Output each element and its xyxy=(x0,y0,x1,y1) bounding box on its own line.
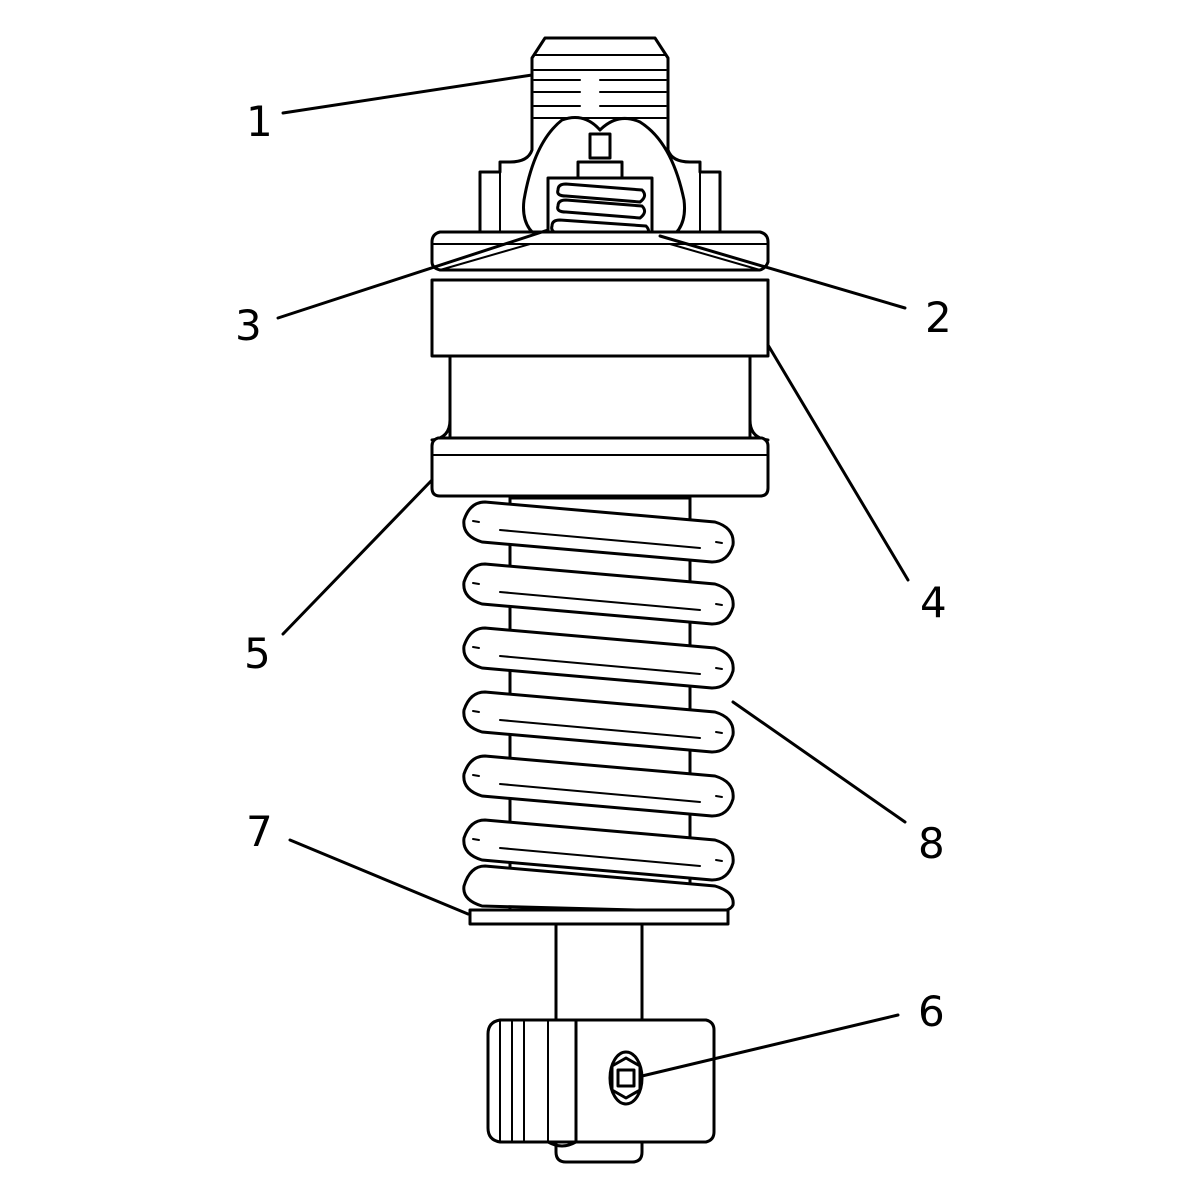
callout-3: 3 xyxy=(235,301,262,350)
leader-3 xyxy=(276,228,550,320)
body-upper-ring xyxy=(430,278,770,358)
leader-1 xyxy=(281,73,534,115)
callout-2: 2 xyxy=(925,293,952,342)
callout-5: 5 xyxy=(244,629,271,678)
leader-2 xyxy=(658,234,907,310)
body-lower-collar xyxy=(430,436,770,498)
coil-spring xyxy=(462,500,735,912)
lower-eye xyxy=(486,1018,716,1148)
callout-labels: 1 2 3 4 5 6 7 8 xyxy=(235,97,952,1036)
leader-6 xyxy=(640,1013,900,1078)
leader-4 xyxy=(766,343,910,582)
callout-6: 6 xyxy=(918,987,945,1036)
body-cylinder xyxy=(430,354,770,442)
leader-5 xyxy=(281,478,434,636)
callout-1: 1 xyxy=(246,97,273,146)
hex-socket-screw xyxy=(608,1050,644,1106)
leader-8 xyxy=(731,700,907,824)
cutaway-section xyxy=(522,116,687,244)
callout-4: 4 xyxy=(920,578,947,627)
callout-8: 8 xyxy=(918,819,945,868)
leader-lines xyxy=(276,73,910,1078)
leader-7 xyxy=(288,838,470,916)
callout-7: 7 xyxy=(246,807,273,856)
spring-seat xyxy=(468,908,730,926)
